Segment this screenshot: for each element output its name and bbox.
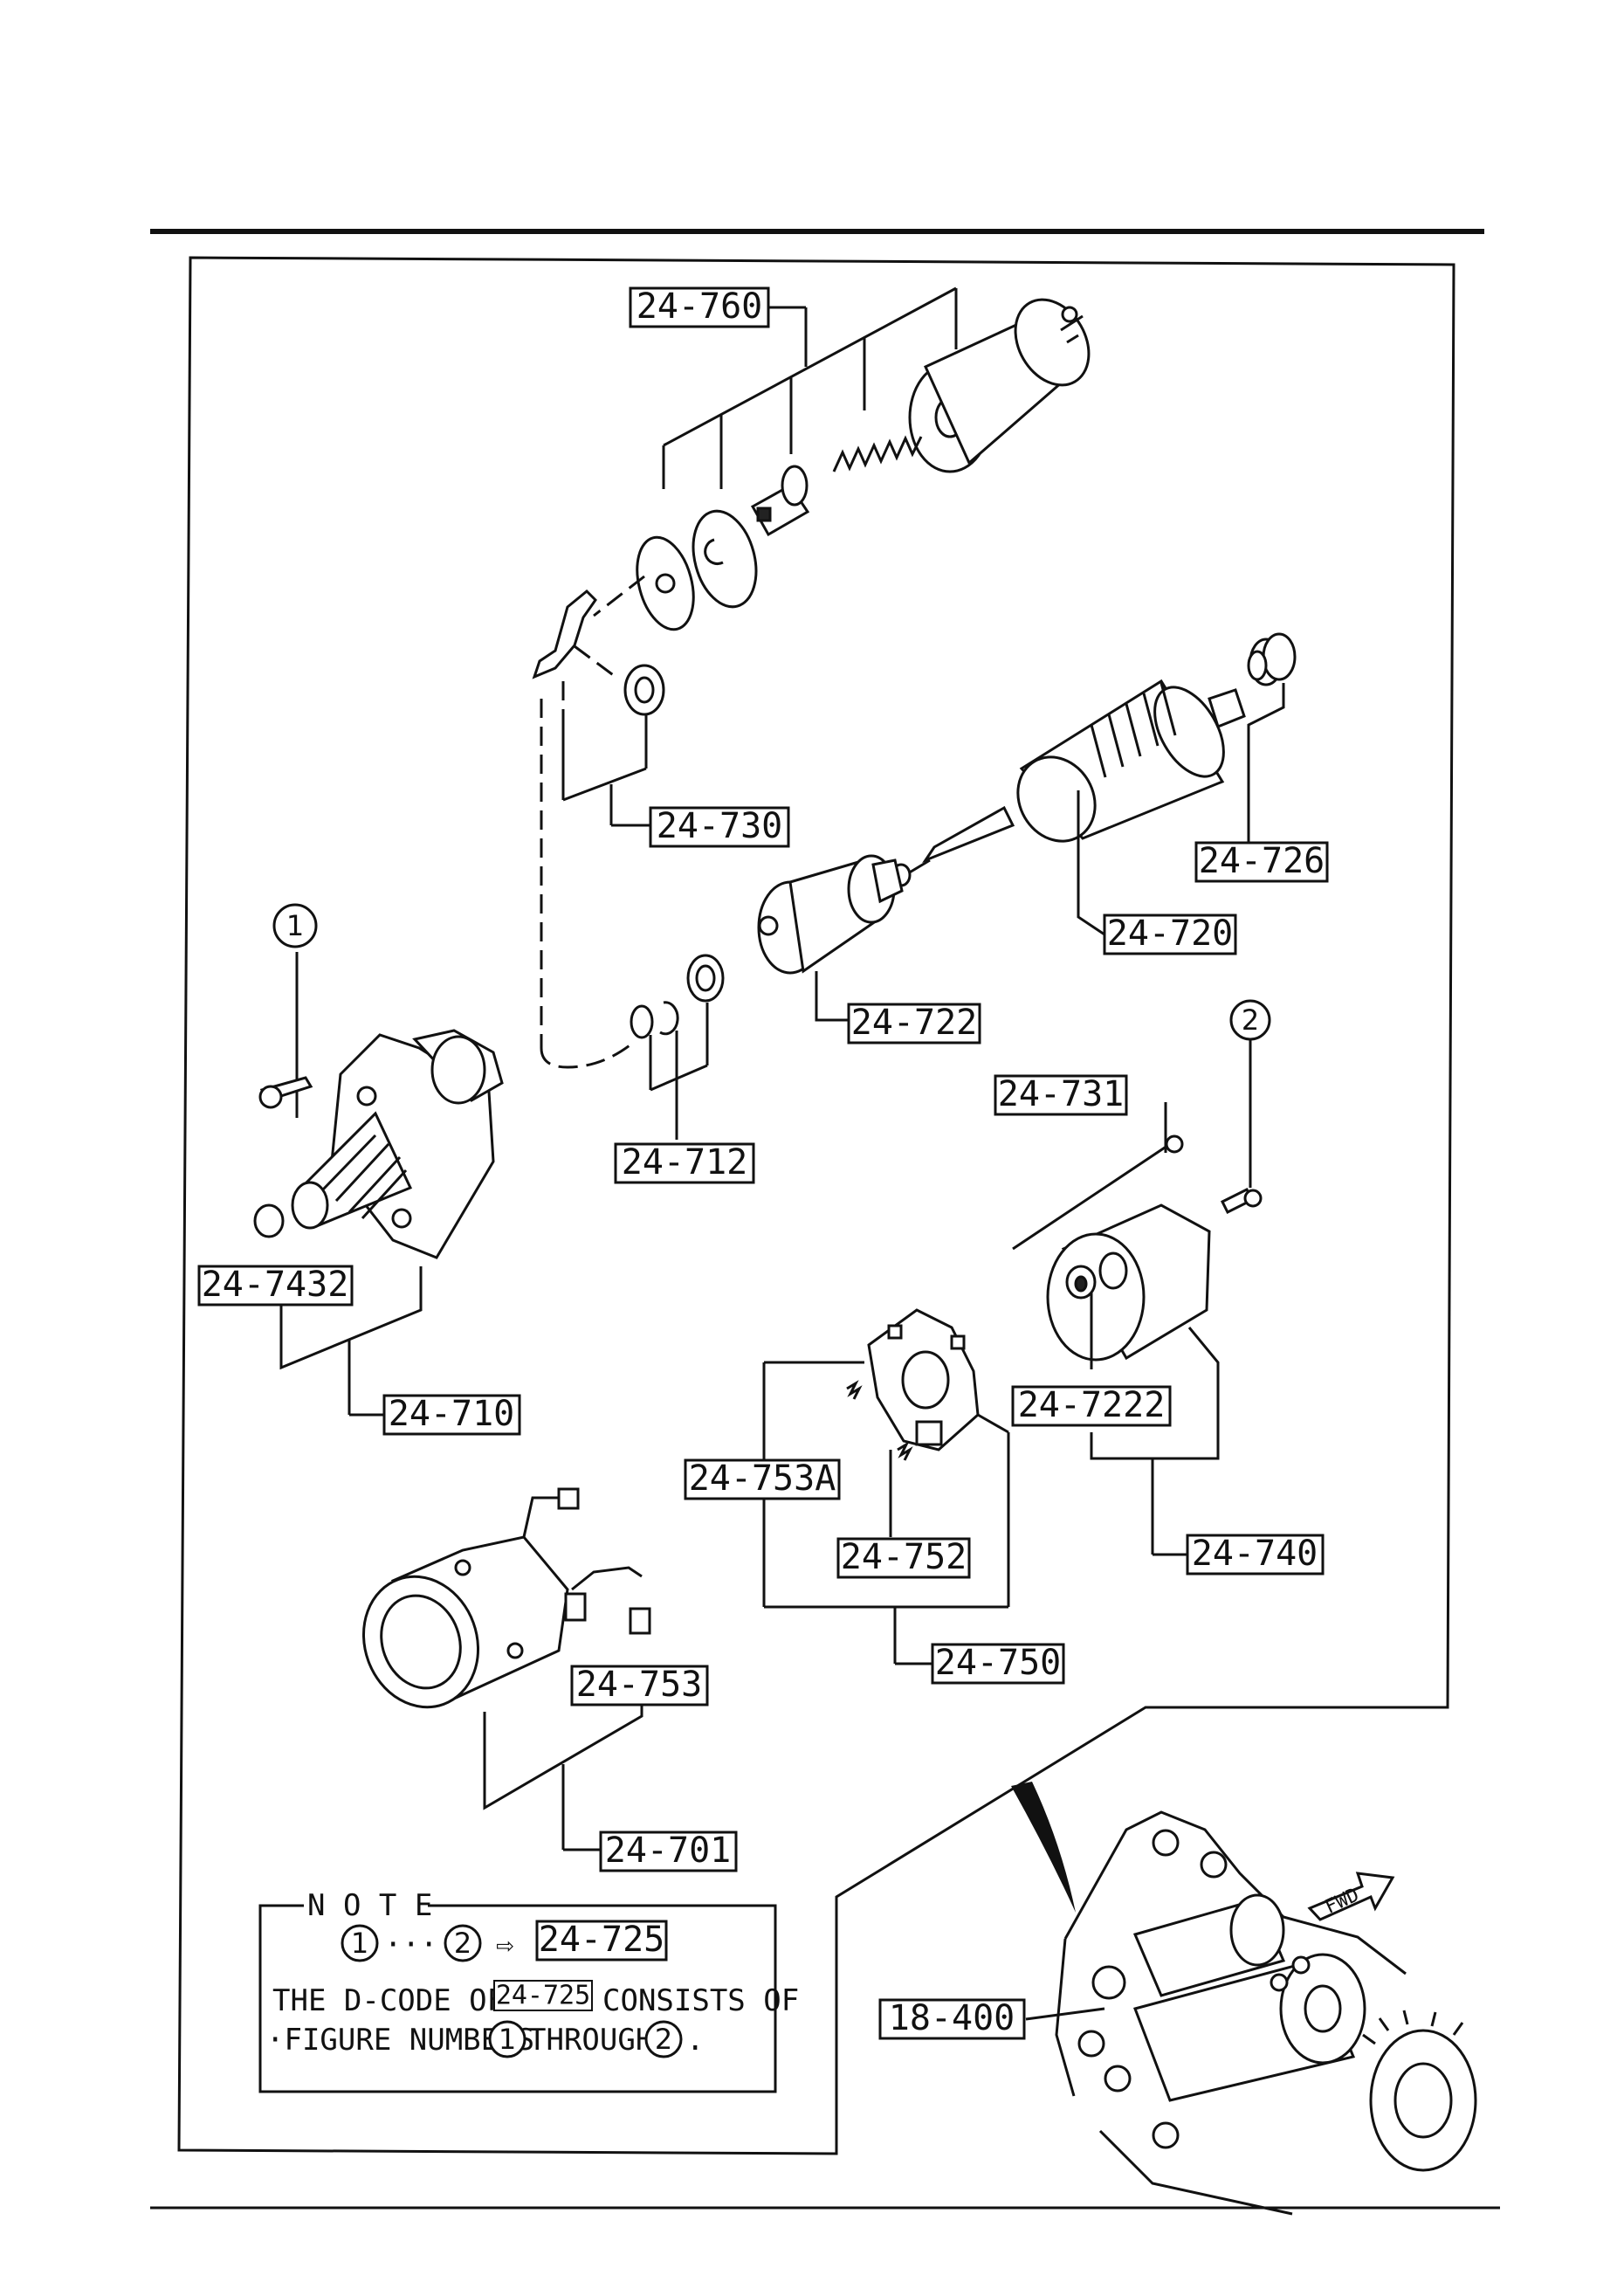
label-24-753: 24-753 [570,1665,709,1706]
overrunning-clutch-group [757,854,904,1022]
svg-text:18-400: 18-400 [889,1998,1015,2038]
drive-housing-group [253,952,504,1417]
note-line1b: CONSISTS OF [602,1983,799,2018]
thrust-washer-group [1209,632,1297,845]
marker-1: 1 [272,903,318,948]
note-ellipsis: ··· [384,1927,437,1962]
note-ref-label: 24-725 [539,1920,665,1960]
svg-text:24-720: 24-720 [1107,914,1234,954]
label-18-400: 18-400 [878,1998,1026,2040]
callout-labels: 24-760 24-730 24-726 24-720 24-722 24-71… [197,286,1329,1872]
svg-text:24-701: 24-701 [605,1831,732,1871]
svg-text:1: 1 [286,909,304,942]
label-24-753A: 24-753A [684,1458,841,1500]
note-arrow: ⇨ [496,1927,514,1962]
note-title: N O T E [307,1888,432,1923]
yoke-group [361,1487,651,1851]
label-24-7222: 24-7222 [1011,1385,1172,1427]
svg-text:24-710: 24-710 [389,1394,515,1434]
label-24-722: 24-722 [847,1003,981,1045]
drive-lever-group [532,589,665,1069]
svg-text:24-753A: 24-753A [689,1458,836,1499]
svg-text:24-712: 24-712 [622,1142,748,1182]
svg-text:24-753: 24-753 [576,1665,703,1705]
brush-holder-group [762,1308,1010,1665]
label-24-726: 24-726 [1194,841,1329,883]
armature-group [891,679,1246,936]
diagram-frame [177,256,1455,2155]
rear-cover-group [1012,1039,1263,1556]
label-24-710: 24-710 [382,1394,521,1436]
label-24-730: 24-730 [649,806,790,848]
svg-text:2: 2 [454,1927,471,1960]
svg-text:24-752: 24-752 [841,1537,967,1577]
svg-text:24-722: 24-722 [851,1003,978,1043]
svg-text:1: 1 [499,2023,516,2056]
label-24-760: 24-760 [629,286,770,328]
pointer-wedge [1011,1782,1076,1913]
svg-text:24-731: 24-731 [998,1074,1125,1114]
svg-text:1: 1 [351,1927,368,1960]
svg-text:24-7222: 24-7222 [1018,1385,1166,1425]
svg-text:24-7432: 24-7432 [202,1265,349,1305]
svg-text:2: 2 [655,2023,672,2056]
note-inline-ref: 24-725 [496,1981,590,2011]
label-24-750: 24-750 [931,1643,1065,1685]
svg-text:2: 2 [1242,1003,1259,1037]
marker-2: 2 [1229,999,1271,1041]
label-24-7432: 24-7432 [197,1265,354,1307]
svg-text:24-726: 24-726 [1199,841,1325,881]
solenoid-group [593,286,1091,631]
label-24-701: 24-701 [599,1831,738,1872]
svg-text:24-730: 24-730 [657,806,783,846]
label-24-740: 24-740 [1186,1534,1325,1575]
installed-location-inset: FWD 18-400 [878,1782,1477,2216]
note-line2c: . [686,2023,704,2058]
label-24-720: 24-720 [1103,914,1237,955]
note-line1: THE D-CODE OF [272,1983,505,2018]
svg-text:24-740: 24-740 [1192,1534,1318,1574]
forward-direction-arrow: FWD [1307,1872,1395,1921]
svg-text:24-760: 24-760 [637,286,763,327]
svg-text:24-750: 24-750 [935,1643,1062,1683]
note-line2b: THROUGH [528,2023,653,2058]
label-24-731: 24-731 [994,1074,1128,1116]
label-24-752: 24-752 [836,1537,971,1579]
stop-ring-group [630,954,725,1140]
note-box: N O T E 1 ··· 2 ⇨ 24-725 THE D-CODE OF 2… [258,1888,799,2093]
label-24-712: 24-712 [614,1142,755,1184]
